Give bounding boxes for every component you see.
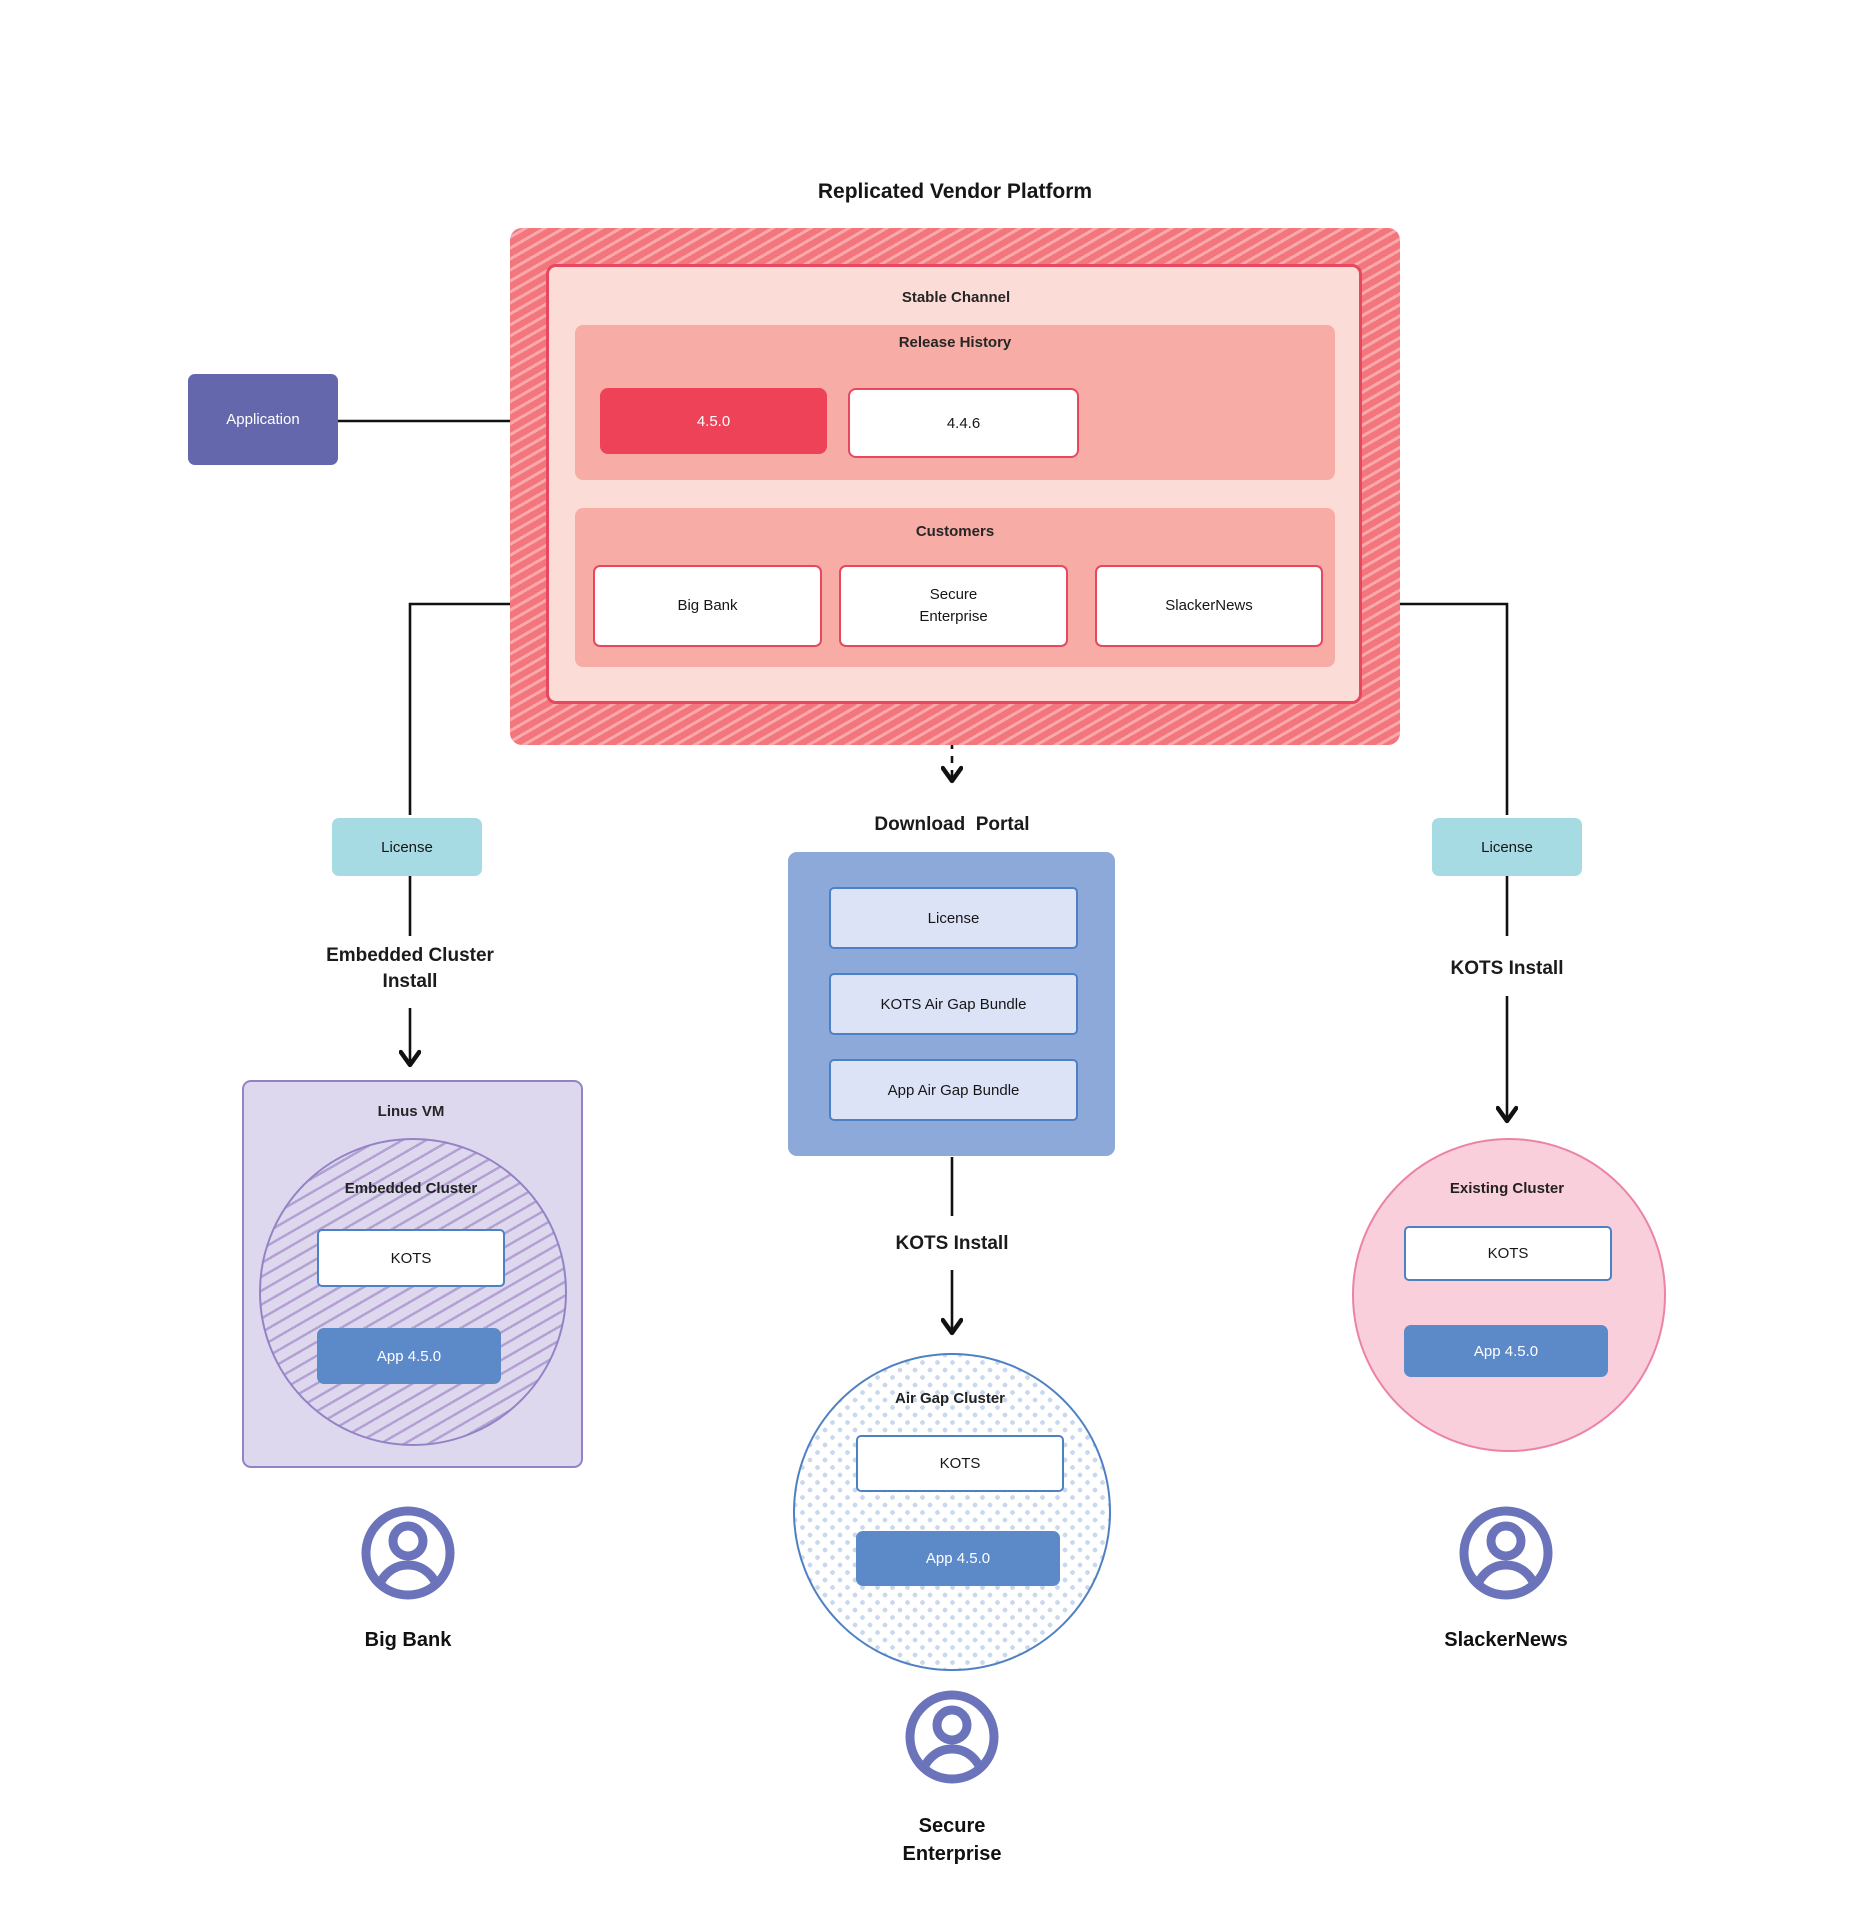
existing-cluster-label: Existing Cluster: [1449, 1180, 1565, 1197]
kots-install-label-right: KOTS Install: [1450, 958, 1564, 979]
embedded-cluster-install-label: Embedded Cluster Install: [326, 945, 494, 993]
kots-box-left: KOTS: [317, 1229, 505, 1287]
customer-secure-enterprise: Secure Enterprise: [839, 565, 1068, 647]
embedded-cluster-circle: [259, 1138, 567, 1446]
slackernews-persona-label: SlackerNews: [1444, 1629, 1568, 1651]
portal-license-item: License: [829, 887, 1078, 949]
existing-cluster-circle: [1352, 1138, 1666, 1452]
air-gap-cluster-circle: [793, 1353, 1111, 1671]
customer-big-bank: Big Bank: [593, 565, 822, 647]
customers-label: Customers: [915, 523, 995, 540]
license-box-left: License: [332, 818, 482, 876]
release-history-label: Release History: [898, 334, 1012, 351]
air-gap-cluster-label: Air Gap Cluster: [894, 1390, 1006, 1407]
big-bank-persona-label: Big Bank: [364, 1629, 452, 1651]
kots-box-right: KOTS: [1404, 1226, 1612, 1281]
app-box-right: App 4.5.0: [1404, 1325, 1608, 1377]
kots-install-label-center: KOTS Install: [895, 1233, 1009, 1254]
stable-channel-label: Stable Channel: [901, 289, 1011, 306]
download-portal-label: Download Portal: [874, 814, 1030, 835]
secure-enterprise-persona-icon: [900, 1685, 1004, 1789]
kots-box-center: KOTS: [856, 1435, 1064, 1492]
embedded-cluster-label: Embedded Cluster: [344, 1180, 478, 1197]
person-icon: [1459, 1506, 1553, 1600]
license-box-right: License: [1432, 818, 1582, 876]
application-box: Application: [188, 374, 338, 465]
slackernews-persona-icon: [1454, 1501, 1558, 1605]
release-4-5-0: 4.5.0: [600, 388, 827, 454]
release-4-4-6: 4.4.6: [848, 388, 1079, 458]
portal-app-bundle-item: App Air Gap Bundle: [829, 1059, 1078, 1121]
customer-slackernews: SlackerNews: [1095, 565, 1323, 647]
person-icon: [361, 1506, 455, 1600]
page-title: Replicated Vendor Platform: [817, 180, 1093, 203]
person-icon: [905, 1690, 999, 1784]
app-box-center: App 4.5.0: [856, 1531, 1060, 1586]
linus-vm-label: Linus VM: [377, 1103, 445, 1120]
secure-enterprise-persona-label: Secure Enterprise: [902, 1815, 1002, 1865]
portal-kots-bundle-item: KOTS Air Gap Bundle: [829, 973, 1078, 1035]
app-box-left: App 4.5.0: [317, 1328, 501, 1384]
big-bank-persona-icon: [356, 1501, 460, 1605]
